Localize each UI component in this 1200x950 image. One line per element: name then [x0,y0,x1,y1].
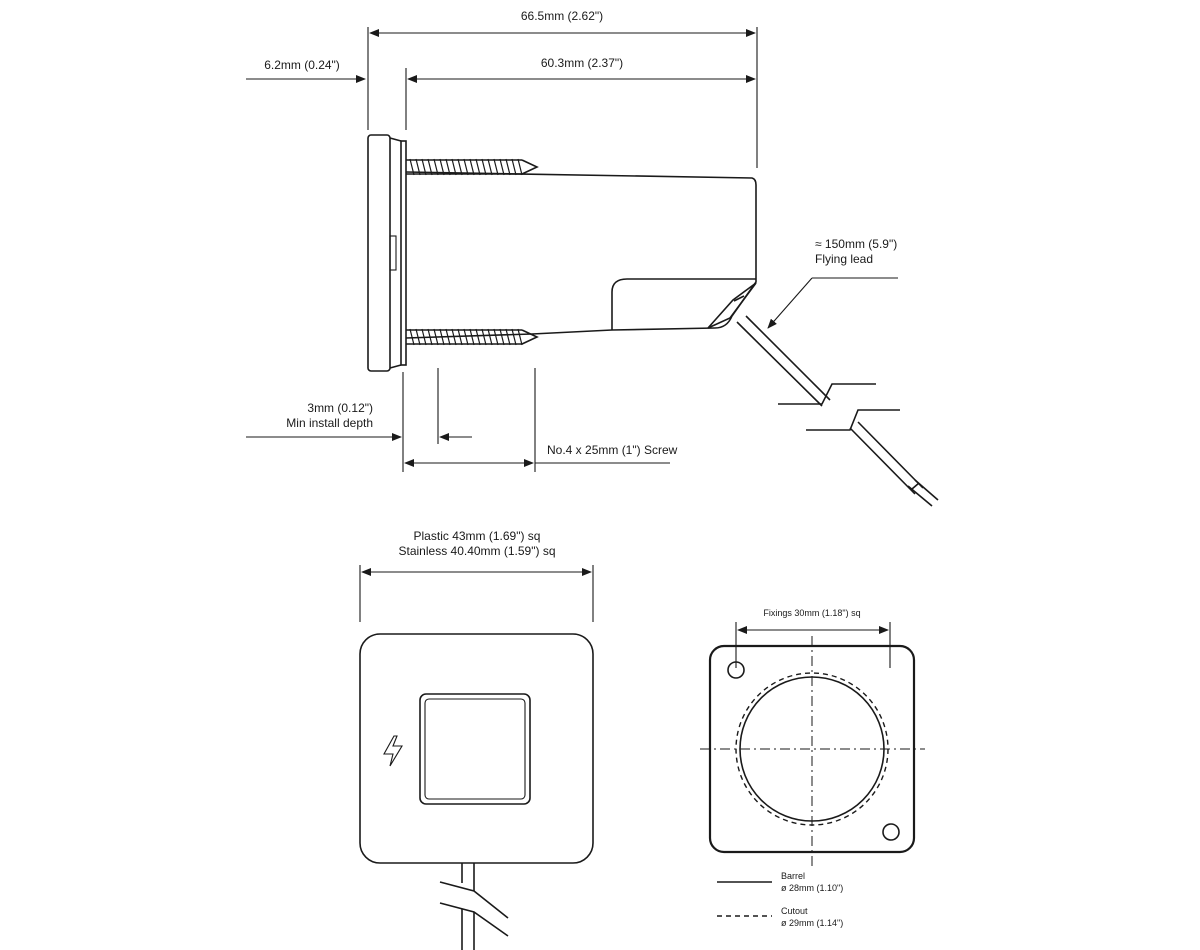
bezel-clip [389,235,397,271]
body-step [611,278,756,330]
sensor-body [405,171,757,339]
top-screw [406,158,539,176]
lead-description-label: Flying lead [815,252,873,266]
bezel-gasket [400,140,407,366]
lead-length-label: ≈ 150mm (5.9") [815,237,897,251]
bottom-screw [406,328,539,346]
min-depth-value: 3mm (0.12") [307,401,373,415]
cable-gland-detail [733,295,745,302]
stainless-size-label: Stainless 40.40mm (1.59") sq [399,544,556,558]
rear-view: Fixings 30mm (1.18") sq Barrel ø 28mm (1… [700,608,925,928]
overall-length-label: 66.5mm (2.62") [521,9,603,23]
bezel-plate [367,134,391,372]
lead-leader-arrow [767,277,813,329]
barrel-legend-dim: ø 28mm (1.10") [781,883,843,893]
sensor-window [419,693,531,805]
front-view: Plastic 43mm (1.69") sq Stainless 40.40m… [359,529,594,950]
cable-break [439,881,509,919]
bezel-edge [389,364,402,369]
barrel-legend-title: Barrel [781,871,805,881]
legend: Barrel ø 28mm (1.10") Cutout ø 29mm (1.1… [717,871,843,928]
body-length-label: 60.3mm (2.37") [541,56,623,70]
plastic-size-label: Plastic 43mm (1.69") sq [414,529,541,543]
lightning-bolt-icon [383,735,403,767]
fixing-hole-top-left [727,661,745,679]
flying-lead [736,315,939,507]
fixing-hole-bottom-right [882,823,900,841]
cutout-legend-dim: ø 29mm (1.14") [781,918,843,928]
bezel-thickness-label: 6.2mm (0.24") [264,58,340,72]
sensor-window-inner [424,698,526,800]
cutout-legend-title: Cutout [781,906,808,916]
screw-label: No.4 x 25mm (1") Screw [547,443,678,457]
min-depth-label: Min install depth [286,416,373,430]
fixings-label: Fixings 30mm (1.18") sq [763,608,860,618]
cable-gland [707,282,757,329]
bezel-edge [389,137,402,142]
side-view: 66.5mm (2.62") 6.2mm (0.24") 60.3mm (2.3… [246,9,939,507]
front-plate [359,633,594,864]
